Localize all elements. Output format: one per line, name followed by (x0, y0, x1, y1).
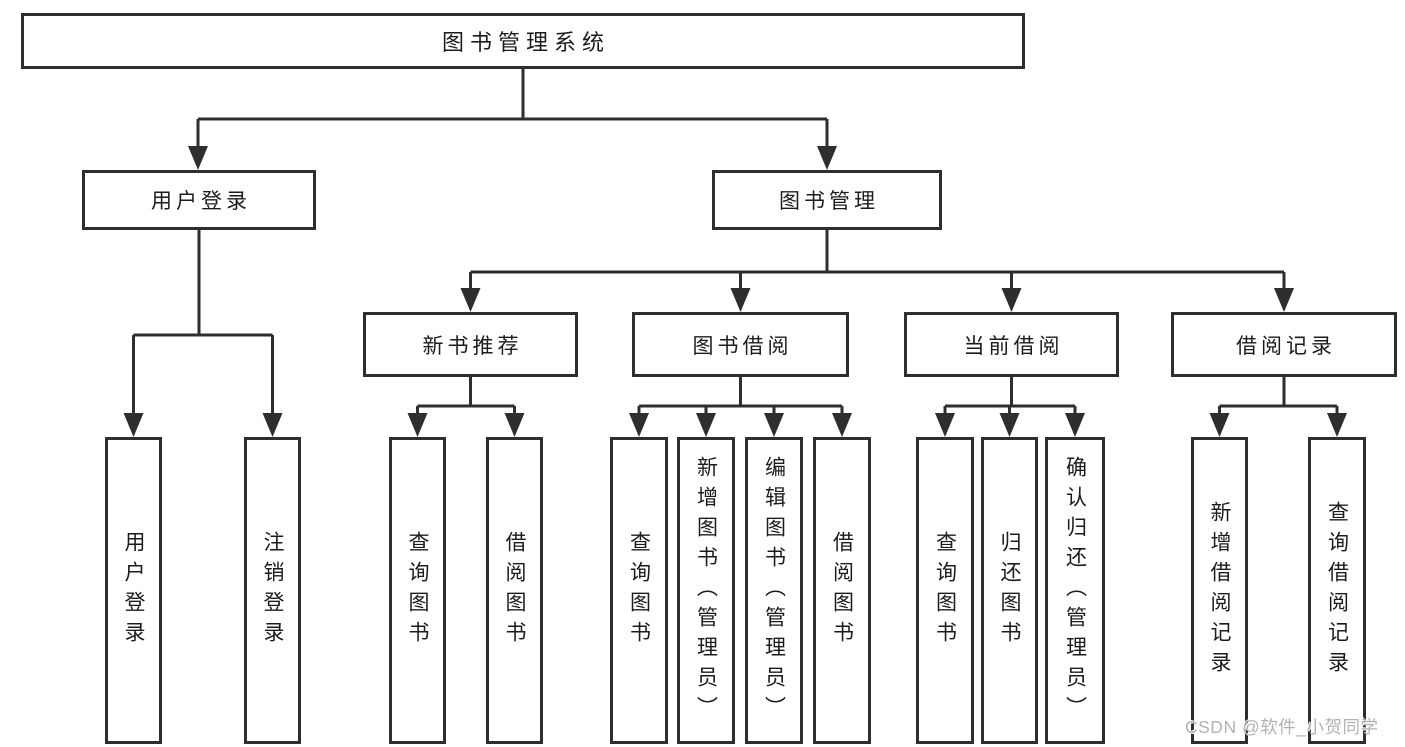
leaf-current-confirm-return-admin-label: 确认归还（管理员） (1063, 455, 1087, 726)
leaf-recommend-borrow-books: 借阅图书 (486, 437, 543, 744)
connector-borrow-records (1218, 377, 1339, 415)
connector-new-book-recommend (416, 377, 516, 415)
connector-root (196, 69, 829, 147)
leaf-borrow-query-books-label: 查询图书 (627, 530, 651, 651)
leaf-borrow-edit-books-admin-label: 编辑图书（管理员） (762, 455, 786, 726)
leaf-borrow-query-books: 查询图书 (610, 437, 668, 744)
leaf-user-login-label: 用户登录 (122, 530, 145, 651)
node-book-borrow-label: 图书借阅 (692, 334, 793, 358)
leaf-user-login: 用户登录 (105, 437, 162, 744)
connector-book-borrow (637, 377, 844, 415)
node-new-book-recommend-label: 新书推荐 (422, 334, 523, 358)
leaf-borrow-edit-books-admin: 编辑图书（管理员） (745, 437, 803, 744)
node-user-login: 用户登录 (82, 170, 316, 230)
leaf-borrow-add-books-admin-label: 新增图书（管理员） (694, 455, 718, 726)
leaf-records-query-record: 查询借阅记录 (1308, 437, 1366, 744)
leaf-records-query-record-label: 查询借阅记录 (1325, 500, 1349, 681)
leaf-logout-label: 注销登录 (261, 530, 284, 651)
node-root-label: 图书管理系统 (441, 30, 610, 55)
node-root: 图书管理系统 (21, 13, 1025, 69)
node-book-mgmt-label: 图书管理 (779, 190, 879, 213)
leaf-current-return-books-label: 归还图书 (998, 530, 1021, 651)
watermark: CSDN @软件_小贺同学 (1185, 717, 1379, 737)
node-borrow-records: 借阅记录 (1171, 312, 1397, 377)
leaf-borrow-borrow-books-label: 借阅图书 (830, 530, 854, 651)
node-current-borrow-label: 当前借阅 (963, 334, 1064, 358)
connector-user-login (132, 230, 274, 414)
leaf-recommend-borrow-books-label: 借阅图书 (503, 530, 526, 651)
leaf-borrow-add-books-admin: 新增图书（管理员） (677, 437, 735, 744)
leaf-records-add-record: 新增借阅记录 (1191, 437, 1248, 744)
node-user-login-label: 用户登录 (151, 190, 251, 213)
node-book-borrow: 图书借阅 (632, 312, 849, 377)
leaf-current-return-books: 归还图书 (981, 437, 1038, 744)
node-book-mgmt: 图书管理 (712, 170, 942, 230)
leaf-records-add-record-label: 新增借阅记录 (1208, 500, 1231, 681)
leaf-current-query-books-label: 查询图书 (933, 530, 957, 651)
node-current-borrow: 当前借阅 (904, 312, 1119, 377)
connector-current-borrow (943, 377, 1077, 415)
node-borrow-records-label: 借阅记录 (1236, 334, 1336, 358)
leaf-borrow-borrow-books: 借阅图书 (813, 437, 871, 744)
node-new-book-recommend: 新书推荐 (363, 312, 578, 377)
connector-book-mgmt (469, 230, 1286, 290)
leaf-logout: 注销登录 (244, 437, 301, 744)
leaf-recommend-query-books: 查询图书 (389, 437, 446, 744)
leaf-current-query-books: 查询图书 (916, 437, 974, 744)
leaf-recommend-query-books-label: 查询图书 (406, 530, 429, 651)
leaf-current-confirm-return-admin: 确认归还（管理员） (1045, 437, 1105, 744)
